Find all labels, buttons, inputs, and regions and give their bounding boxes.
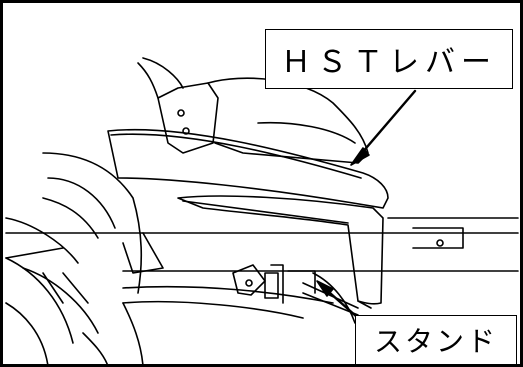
hst-lever-pointer	[350, 89, 417, 166]
stand-mechanism	[232, 264, 359, 324]
machine-line-drawing	[5, 57, 519, 364]
tire	[5, 152, 164, 364]
body-frame	[5, 217, 519, 319]
stand-label: スタンド	[355, 315, 517, 364]
seat	[137, 57, 369, 164]
fender-cover	[107, 128, 389, 309]
hst-lever-label: ＨＳＴレバー	[265, 29, 513, 89]
